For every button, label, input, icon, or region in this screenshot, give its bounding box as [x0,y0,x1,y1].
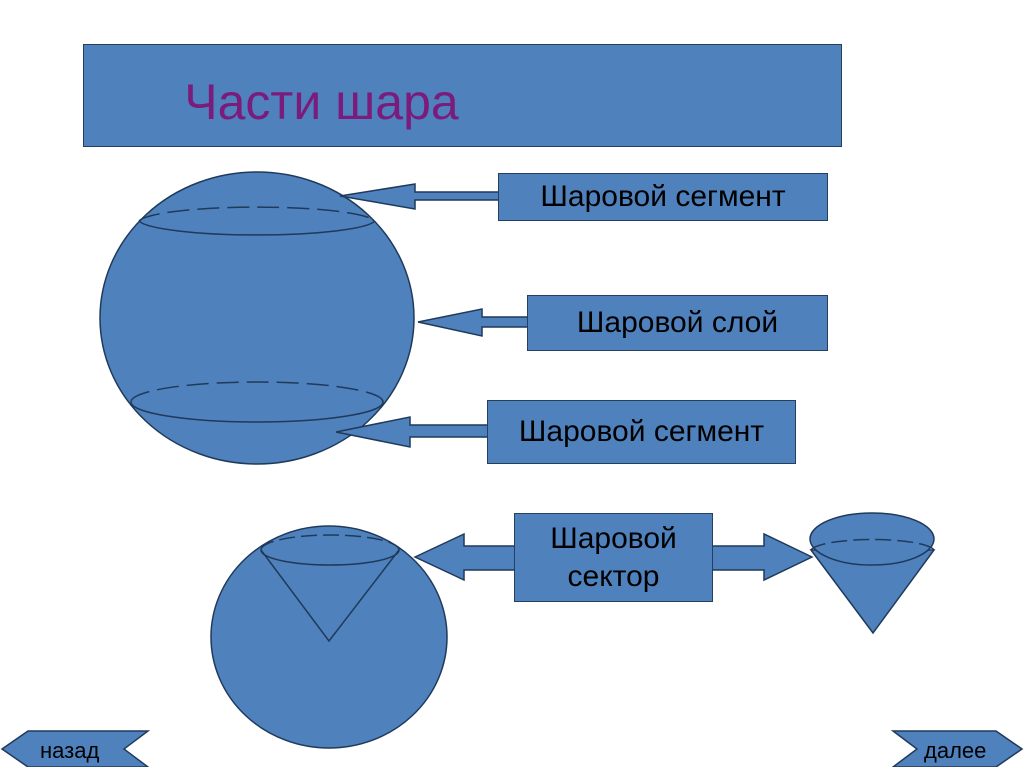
next-button[interactable]: далее [924,738,986,764]
arrow-sector-left [413,532,517,582]
layer-label-text: Шаровой слой [576,306,779,339]
sector-label: Шаровой сектор [514,513,713,602]
segment-bottom-label: Шаровой сегмент [487,400,796,464]
sphere [99,171,415,465]
sector-label-line1: Шаровой [550,521,677,555]
next-arrow-shape [890,730,1024,767]
top-segment-plane-back [138,206,376,222]
arrow-segment-top [339,183,501,210]
back-arrow-shape [0,730,151,767]
sector-cap-front [260,549,400,566]
segment-bottom-label-text: Шаровой сегмент [518,415,765,448]
bottom-segment-plane-front [130,401,384,423]
sector-cap-back [260,534,400,551]
segment-top-label-text: Шаровой сегмент [540,180,786,213]
next-button-label: далее [924,738,987,763]
back-button-label: назад [40,738,100,763]
sector-cone [260,549,400,643]
arrow-layer [417,308,529,337]
page-title: Части шара [184,74,459,130]
cone-cap [809,512,935,566]
small-sphere [210,525,448,749]
top-segment-plane-front [138,220,376,236]
layer-label: Шаровой слой [527,295,828,351]
back-button[interactable]: назад [40,738,99,764]
segment-top-label: Шаровой сегмент [498,173,828,221]
title-banner [83,44,842,147]
arrow-sector-right [711,532,814,582]
cone-cap-dashed [810,538,935,551]
bottom-segment-plane-back [130,381,384,403]
sector-label-line2: сектор [567,559,660,593]
